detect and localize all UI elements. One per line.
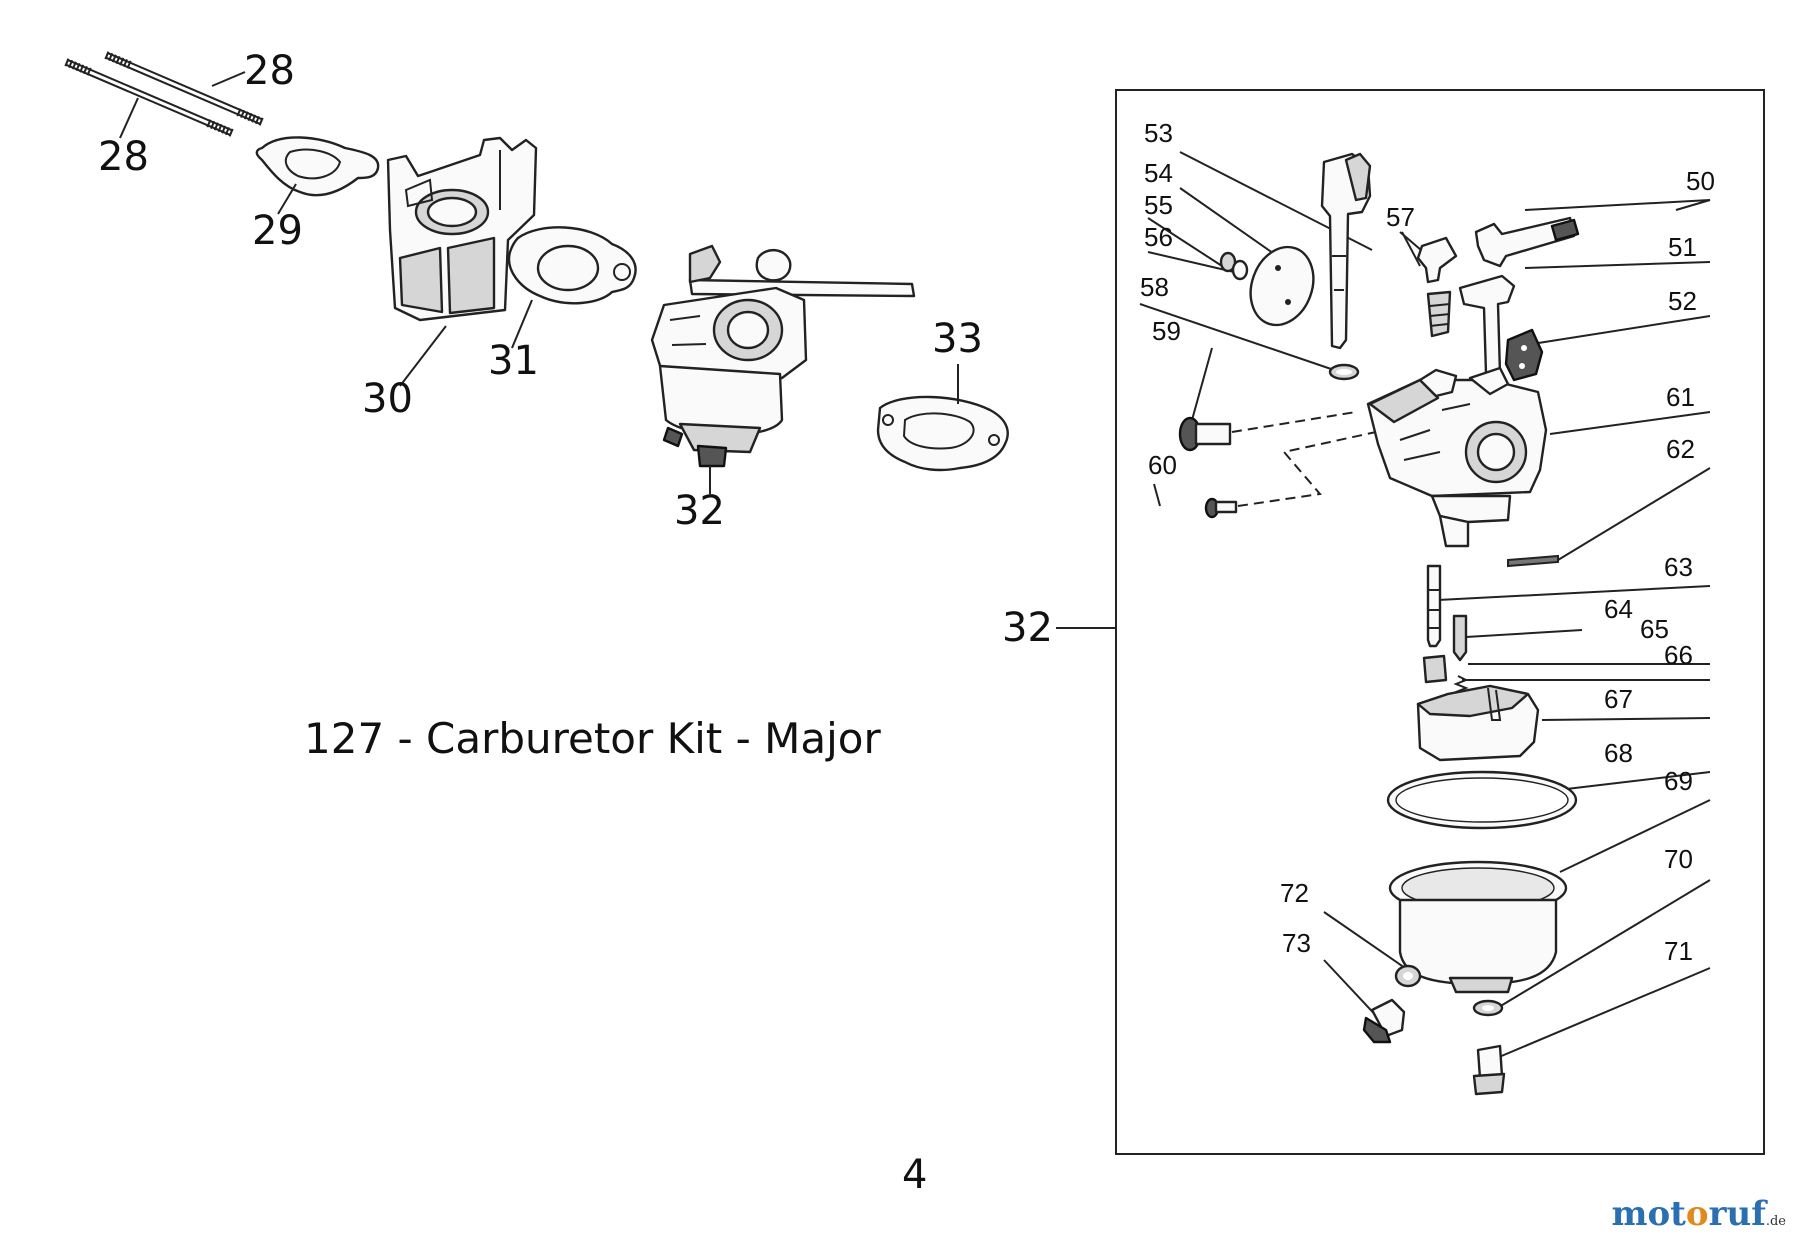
logo-suffix: .de [1765, 1214, 1786, 1229]
detail-leader-lines [1139, 151, 1711, 1061]
label-50: 50 [1686, 166, 1715, 196]
bracket-30 [386, 136, 538, 322]
part-67-float [1416, 684, 1540, 762]
part-54-choke-plate [1249, 245, 1315, 327]
diagram-title: 127 - Carburetor Kit - Major [304, 714, 881, 763]
assembly-path-59 [1231, 411, 1357, 433]
stud-28-lower [64, 58, 234, 137]
label-31: 31 [488, 338, 539, 384]
page-number: 4 [902, 1152, 927, 1198]
label-28-lower: 28 [98, 134, 149, 180]
label-54: 54 [1144, 158, 1173, 188]
part-55-56-screw [1219, 251, 1249, 281]
label-68: 68 [1604, 738, 1633, 768]
label-61: 61 [1666, 382, 1695, 412]
carburetor-32 [650, 244, 916, 468]
label-33: 33 [932, 316, 983, 362]
part-50-throttle-lever [1474, 216, 1580, 268]
part-60-screw [1204, 497, 1238, 519]
logo-part-3: ruf [1708, 1194, 1766, 1234]
gasket-29 [255, 136, 380, 197]
label-58: 58 [1140, 272, 1169, 302]
label-30: 30 [362, 376, 413, 422]
label-28-upper: 28 [244, 48, 295, 94]
logo-part-1: mot [1611, 1194, 1686, 1234]
label-53: 53 [1144, 118, 1173, 148]
label-73: 73 [1282, 928, 1311, 958]
motoruf-logo[interactable]: motoruf.de [1612, 1194, 1786, 1234]
label-65: 65 [1640, 614, 1669, 644]
detail-labels: 50 51 52 53 54 55 56 57 58 59 60 61 62 6… [1140, 118, 1715, 966]
part-61-carburetor-body [1366, 366, 1548, 548]
gasket-33 [876, 395, 1009, 472]
label-60: 60 [1148, 450, 1177, 480]
label-67: 67 [1604, 684, 1633, 714]
detail-box [1115, 89, 1765, 1155]
label-63: 63 [1664, 552, 1693, 582]
part-72-washer [1394, 964, 1422, 988]
gasket-31 [507, 226, 637, 305]
label-70: 70 [1664, 844, 1693, 874]
part-73-bolt [1362, 998, 1406, 1044]
label-32: 32 [674, 488, 725, 534]
logo-part-2: o [1685, 1194, 1709, 1234]
part-71-drain-bolt [1472, 1044, 1506, 1096]
label-59: 59 [1152, 316, 1181, 346]
label-29: 29 [252, 208, 303, 254]
part-58-o-ring [1328, 363, 1360, 381]
part-69-float-bowl [1388, 860, 1568, 994]
label-52: 52 [1668, 286, 1697, 316]
label-51: 51 [1668, 232, 1697, 262]
part-62-pin [1507, 554, 1559, 568]
label-64: 64 [1604, 594, 1633, 624]
part-53-choke-shaft [1320, 152, 1372, 350]
part-65-main-jet [1422, 654, 1448, 684]
label-69: 69 [1664, 766, 1693, 796]
part-52-throttle-plate [1504, 328, 1544, 382]
part-57-jet [1416, 236, 1458, 338]
part-59-bolt [1178, 416, 1232, 452]
part-63-main-nozzle [1426, 564, 1442, 648]
label-55: 55 [1144, 190, 1173, 220]
label-57: 57 [1386, 202, 1415, 232]
label-66: 66 [1664, 640, 1693, 670]
part-68-bowl-gasket [1386, 770, 1578, 830]
label-72: 72 [1280, 878, 1309, 908]
label-56: 56 [1144, 222, 1173, 252]
assembly-path-60 [1237, 431, 1377, 507]
label-71: 71 [1664, 936, 1693, 966]
part-70-washer [1472, 999, 1504, 1017]
stud-28-upper [104, 51, 264, 126]
part-64-float-needle [1452, 614, 1468, 662]
label-assembly-32: 32 [1002, 605, 1053, 651]
label-62: 62 [1666, 434, 1695, 464]
